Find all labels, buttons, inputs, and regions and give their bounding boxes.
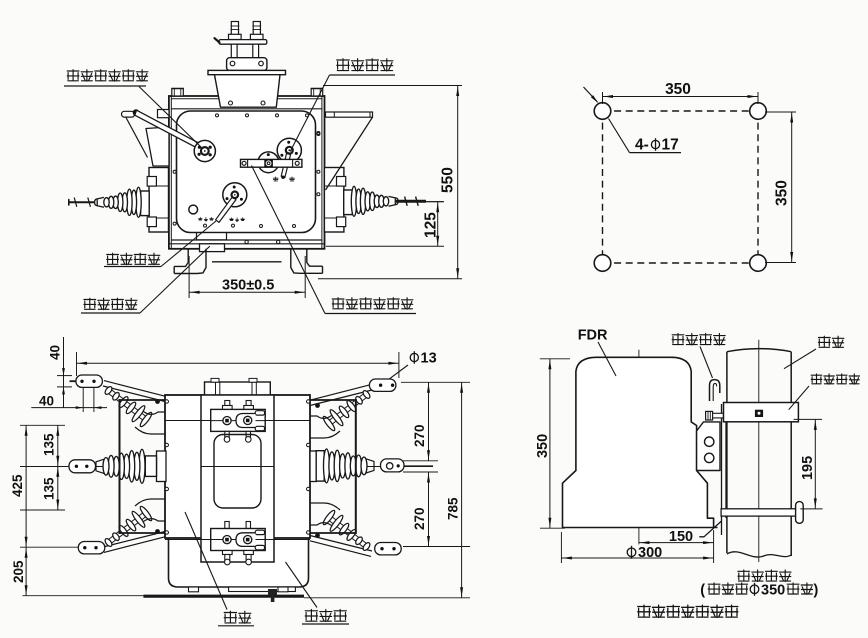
svg-text:300: 300 (638, 545, 662, 561)
svg-text:270: 270 (412, 424, 427, 447)
svg-text:785: 785 (445, 497, 460, 520)
svg-text:350: 350 (774, 180, 791, 206)
svg-text:135: 135 (42, 433, 57, 456)
svg-text:40: 40 (48, 345, 63, 360)
svg-text:4-: 4- (635, 137, 649, 154)
svg-text:): ) (814, 583, 819, 599)
svg-text:125: 125 (422, 212, 439, 238)
svg-text:150: 150 (669, 529, 693, 545)
svg-text:205: 205 (11, 560, 26, 583)
svg-text:13: 13 (421, 351, 437, 367)
svg-text:350: 350 (535, 434, 551, 458)
svg-text:550: 550 (440, 167, 457, 193)
svg-text:350: 350 (761, 583, 785, 599)
svg-text:135: 135 (42, 477, 57, 500)
svg-text:350±0.5: 350±0.5 (222, 277, 274, 293)
svg-text:425: 425 (10, 474, 25, 497)
svg-text:17: 17 (662, 137, 679, 154)
svg-text:FDR: FDR (578, 328, 608, 344)
svg-text:350: 350 (665, 81, 691, 98)
svg-text:270: 270 (412, 507, 427, 530)
svg-text:(: ( (700, 583, 705, 599)
svg-text:40: 40 (39, 393, 54, 408)
svg-text:195: 195 (800, 456, 816, 480)
